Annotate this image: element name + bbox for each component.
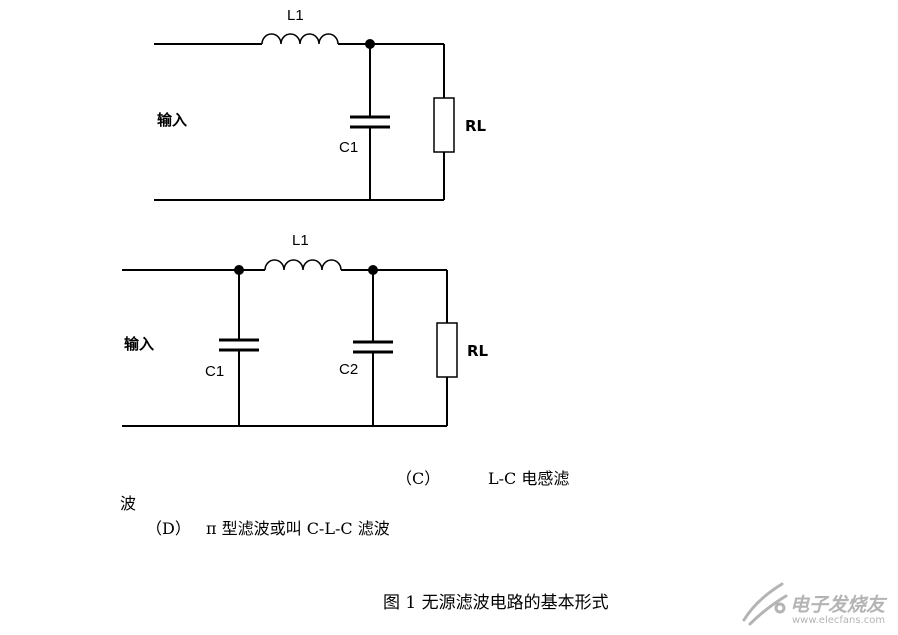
- caption-c-text: L-C 电感滤: [488, 469, 570, 488]
- label-c1: C1: [205, 363, 224, 380]
- pi-filter-diagram: [122, 259, 458, 427]
- inductor-l1: [261, 33, 339, 45]
- resistor-rl: [436, 322, 458, 378]
- junction-node-right: [368, 265, 378, 275]
- elecfans-logo-icon: [742, 582, 788, 626]
- lc-filter-diagram: [154, 33, 455, 201]
- resistor-rl: [433, 97, 455, 153]
- label-rl: RL: [465, 117, 487, 135]
- label-l1: L1: [292, 232, 309, 249]
- caption-c-label: （C）: [396, 469, 441, 488]
- caption-d-label: （D）: [146, 519, 191, 538]
- figure-caption: 图 1 无源滤波电路的基本形式: [383, 593, 609, 613]
- junction-node-left: [234, 265, 244, 275]
- label-l1: L1: [287, 7, 304, 24]
- caption-c-wrap: 波: [120, 494, 137, 513]
- label-input: 输入: [124, 335, 154, 353]
- label-c2: C2: [339, 361, 358, 378]
- junction-node: [365, 39, 375, 49]
- label-c1: C1: [339, 139, 358, 156]
- label-input: 输入: [157, 111, 187, 129]
- inductor-l1: [264, 259, 342, 271]
- caption-d-text: π 型滤波或叫 C-L-C 滤波: [206, 519, 390, 538]
- label-rl: RL: [467, 342, 489, 360]
- watermark-url: www.elecfans.com: [792, 615, 886, 626]
- watermark-text: 电子发烧友: [790, 594, 886, 616]
